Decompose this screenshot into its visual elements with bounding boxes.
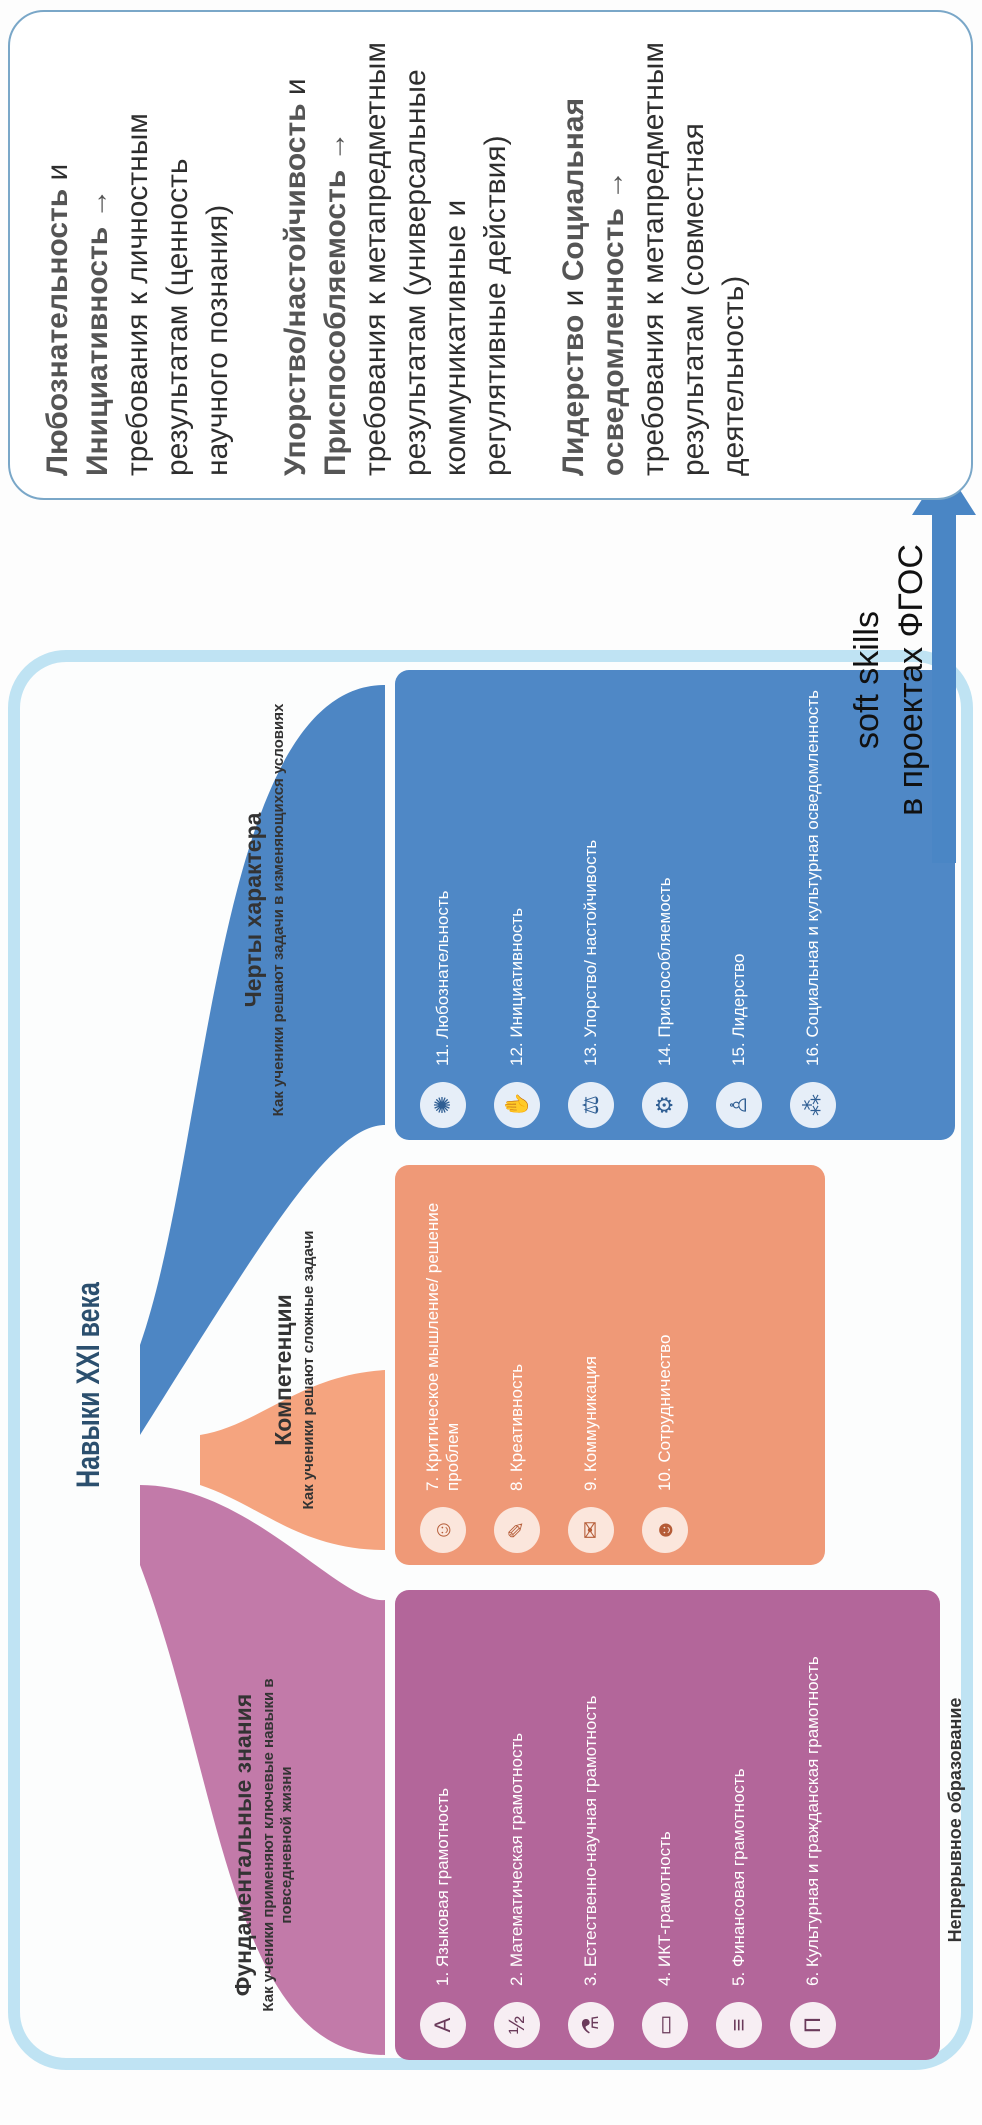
skill-label: 1. Языковая грамотность bbox=[433, 1787, 452, 1986]
people-icon: ☻ bbox=[642, 1507, 688, 1553]
skill-item: ✉ 9. Коммуникация bbox=[561, 1177, 621, 1553]
category-character-title: Черты характера bbox=[240, 812, 266, 1008]
skill-label: 4. ИКТ-грамотность bbox=[655, 1831, 674, 1986]
category-competence-title: Компетенции bbox=[270, 1294, 296, 1446]
requirement-text: требования к метапредметным результатам … bbox=[637, 42, 750, 476]
skill-label: 10. Сотрудничество bbox=[655, 1334, 674, 1491]
skill-item: Π 6. Культурная и гражданская грамотность bbox=[783, 1602, 843, 2048]
skill-name: Лидерство bbox=[557, 314, 590, 476]
skill-item: ♙ 15. Лидерство bbox=[709, 682, 769, 1128]
category-character-subtitle: Как ученики решают задачи в изменяющихся… bbox=[270, 703, 287, 1117]
skill-name: Любознательность bbox=[41, 188, 74, 476]
fundamental-column: A 1. Языковая грамотность ½ 2. Математичес… bbox=[395, 1590, 940, 2060]
connector: и bbox=[557, 281, 590, 315]
skill-item: ⚗ 3. Естественно-научная грамотность bbox=[561, 1602, 621, 2048]
skill-label: 16. Социальная и культурная осведомленно… bbox=[803, 690, 822, 1066]
skill-item: ☺ 7. Критическое мышление/ решение пробле… bbox=[413, 1177, 473, 1553]
competence-column: ☺ 7. Критическое мышление/ решение пробле… bbox=[395, 1165, 825, 1565]
skill-label: 3. Естественно-научная грамотность bbox=[581, 1695, 600, 1986]
pencils-icon: ✎ bbox=[494, 1507, 540, 1553]
skill-item: ½ 2. Математическая грамотность bbox=[487, 1602, 547, 2048]
skill-name: Инициативность → bbox=[81, 188, 114, 476]
skill-item: ☻ 10. Сотрудничество bbox=[635, 1177, 695, 1553]
funnel-middle-band bbox=[200, 1370, 385, 1550]
main-title: Навыки XXI века bbox=[70, 1282, 106, 1488]
lifelong-learning-label: Непрерывное образование bbox=[945, 1697, 965, 1943]
skill-item: ⚙ 14. Приспособляемость bbox=[635, 682, 695, 1128]
category-fundamental: Фундаментальные знания Как ученики приме… bbox=[230, 1635, 296, 2055]
column-icon: Π bbox=[790, 2002, 836, 2048]
skill-label: 15. Лидерство bbox=[729, 953, 748, 1066]
coins-icon: ≡ bbox=[716, 2002, 762, 2048]
funnel-left-band bbox=[140, 1485, 385, 2055]
funnel-graphic bbox=[140, 685, 385, 2055]
computer-icon: ▭ bbox=[642, 2002, 688, 2048]
skill-item: ⚖ 13. Упорство/ настойчивость bbox=[561, 682, 621, 1128]
skill-item: ✋ 12. Инициативность bbox=[487, 682, 547, 1128]
category-fundamental-title: Фундаментальные знания bbox=[230, 1693, 256, 1997]
head-icon: ☺ bbox=[420, 1507, 466, 1553]
hierarchy-icon: ♙ bbox=[716, 1082, 762, 1128]
fgos-block-collaboration: Лидерство и Социальная осведомленность →… bbox=[554, 30, 754, 476]
skill-label: 13. Упорство/ настойчивость bbox=[581, 839, 600, 1066]
skill-label: 2. Математическая грамотность bbox=[507, 1732, 526, 1986]
connector: и bbox=[41, 163, 74, 189]
fgos-mapping-panel: Любознательность и Инициативность → треб… bbox=[8, 10, 973, 500]
skill-label: 11. Любознательность bbox=[433, 890, 452, 1066]
abc-icon: A bbox=[420, 2002, 466, 2048]
weight-icon: ⚖ bbox=[568, 1082, 614, 1128]
requirement-text: требования к метапредметным результатам … bbox=[359, 42, 512, 476]
gears-icon: ⚙ bbox=[642, 1082, 688, 1128]
skill-label: 14. Приспособляемость bbox=[655, 877, 674, 1066]
skill-name: Упорство/настойчивость bbox=[279, 103, 312, 476]
category-fundamental-subtitle: Как ученики применяют ключевые навыки в … bbox=[260, 1678, 295, 2012]
fgos-block-personal: Любознательность и Инициативность → треб… bbox=[38, 30, 238, 476]
hand-icon: ✋ bbox=[494, 1082, 540, 1128]
group-icon: ⁂ bbox=[790, 1082, 836, 1128]
skill-label: 7. Критическое мышление/ решение проблем bbox=[423, 1202, 462, 1491]
speech-icon: ✉ bbox=[568, 1507, 614, 1553]
category-character: Черты характера Как ученики решают задач… bbox=[240, 695, 288, 1125]
skill-item: ⁂ 16. Социальная и культурная осведомленн… bbox=[783, 682, 843, 1128]
skill-label: 9. Коммуникация bbox=[581, 1356, 600, 1491]
lightbulb-icon: ✺ bbox=[420, 1082, 466, 1128]
skill-item: ▭ 4. ИКТ-грамотность bbox=[635, 1602, 695, 2048]
numbers-icon: ½ bbox=[494, 2002, 540, 2048]
skill-label: 8. Креативность bbox=[507, 1363, 526, 1491]
skill-label: 12. Инициативность bbox=[507, 907, 526, 1066]
flask-icon: ⚗ bbox=[568, 2002, 614, 2048]
skill-item: ≡ 5. Финансовая грамотность bbox=[709, 1602, 769, 2048]
skill-item: A 1. Языковая грамотность bbox=[413, 1602, 473, 2048]
arrow-label: soft skills в проектах ФГОС bbox=[845, 500, 933, 860]
skill-name: Приспособляемость → bbox=[319, 131, 352, 476]
funnel-right-band bbox=[140, 685, 385, 1435]
arrow-line-2: в проектах ФГОС bbox=[892, 544, 930, 816]
requirement-text: требования к личностным результатам (цен… bbox=[121, 113, 234, 476]
skill-item: ✺ 11. Любознательность bbox=[413, 682, 473, 1128]
skill-label: 5. Финансовая грамотность bbox=[729, 1768, 748, 1986]
fgos-block-metasubject: Упорство/настойчивость и Приспособляемос… bbox=[276, 30, 516, 476]
category-competence-subtitle: Как ученики решают сложные задачи bbox=[300, 1230, 317, 1510]
connector: и bbox=[279, 78, 312, 104]
skill-label: 6. Культурная и гражданская грамотность bbox=[803, 1656, 822, 1986]
skill-item: ✎ 8. Креативность bbox=[487, 1177, 547, 1553]
arrow-line-1: soft skills bbox=[848, 611, 886, 749]
category-competence: Компетенции Как ученики решают сложные з… bbox=[270, 1175, 318, 1565]
